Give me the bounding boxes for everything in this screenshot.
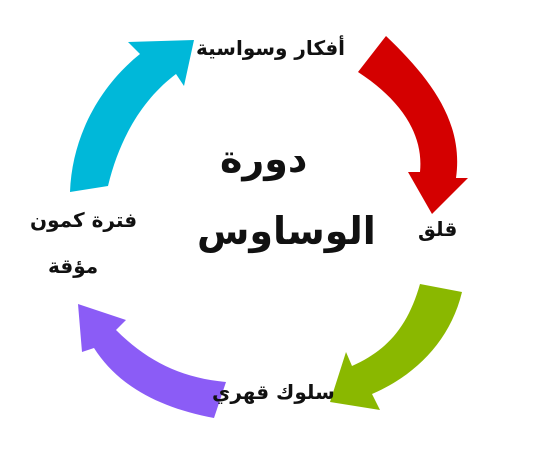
stage-latency-line2: مؤقة: [48, 254, 99, 278]
cyan-arrow: [70, 40, 194, 192]
red-arrow: [358, 36, 468, 214]
stage-obsessive-thoughts: أفكار وسواسية: [196, 36, 346, 60]
stage-latency-line1: فترة كمون: [30, 208, 138, 232]
diagram-title-line1: دورة: [220, 137, 308, 181]
green-arrow: [330, 284, 462, 410]
diagram-title-line2: الوساوس: [197, 209, 376, 253]
stage-compulsive-behavior: سلوك قهري: [212, 380, 335, 404]
purple-arrow: [78, 304, 226, 418]
stage-anxiety: قلق: [418, 217, 458, 241]
